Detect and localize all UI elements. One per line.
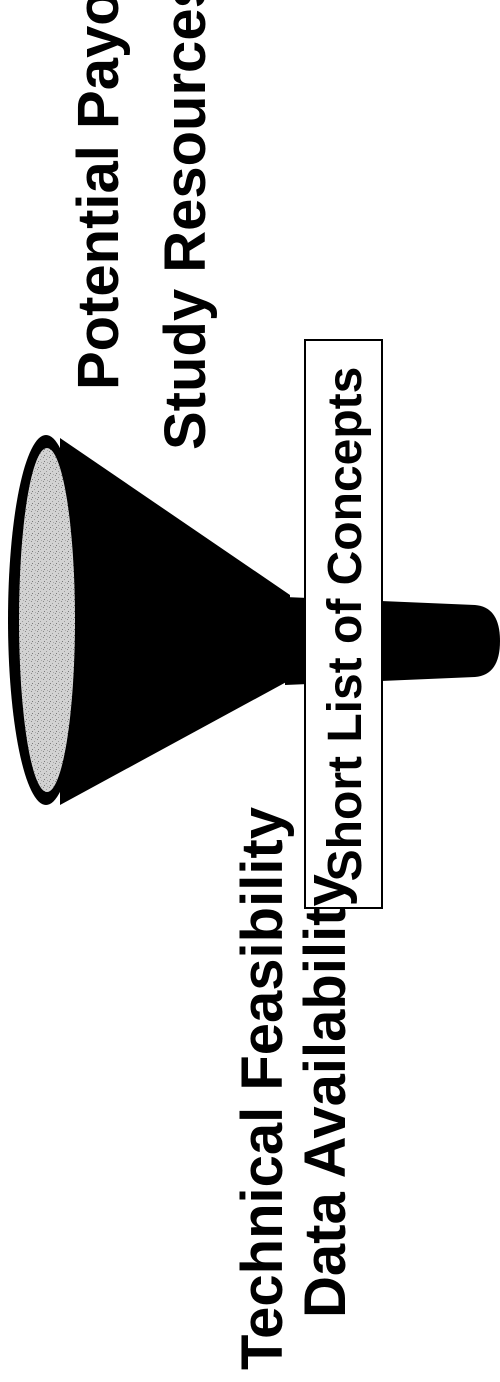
- criterion-study-resources: Study Resources: [153, 0, 218, 450]
- funnel-opening: [19, 448, 75, 792]
- criterion-technical-feasibility: Technical Feasibility: [230, 807, 295, 1370]
- criterion-data-availability: Data Availability: [293, 874, 358, 1318]
- short-list-label: Short List of Concepts: [319, 367, 372, 882]
- criterion-potential-payoff: Potential Payoff: [66, 0, 131, 390]
- funnel-body: [60, 438, 290, 805]
